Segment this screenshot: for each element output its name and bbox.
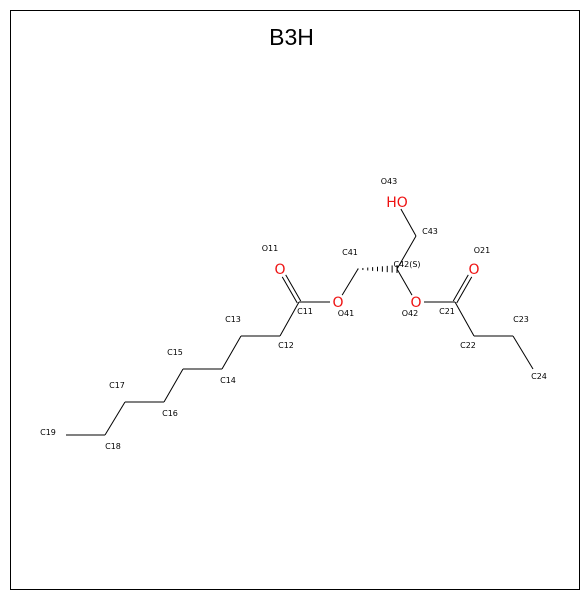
atom-label-C11: C11 bbox=[297, 307, 313, 316]
atom-label-C24: C24 bbox=[531, 372, 547, 381]
bond-line bbox=[396, 268, 413, 296]
bond-C12-C11 bbox=[279, 301, 300, 337]
atom-label-C13: C13 bbox=[225, 315, 241, 324]
bond-line bbox=[221, 335, 242, 370]
bond-line bbox=[104, 401, 126, 436]
atom-label-C15: C15 bbox=[167, 348, 183, 357]
atom-label-O21: O21 bbox=[474, 246, 490, 255]
bond-line bbox=[400, 208, 417, 237]
atom-label-C14: C14 bbox=[220, 376, 236, 385]
oxygen-atom-O43: HO bbox=[386, 195, 408, 211]
bond-line bbox=[454, 301, 475, 337]
atom-label-C42: C42(S) bbox=[393, 260, 420, 269]
bond-line bbox=[163, 368, 184, 403]
atom-label-O42: O42 bbox=[402, 309, 418, 318]
atom-label-C22: C22 bbox=[460, 341, 476, 350]
atom-label-C41: C41 bbox=[342, 248, 358, 257]
bond-C23-C24 bbox=[512, 335, 534, 370]
bond-C42-C41 bbox=[357, 265, 398, 273]
bond-C21-C22 bbox=[454, 301, 475, 337]
bond-C43-O43 bbox=[400, 208, 417, 237]
oxygen-atom-O11: O bbox=[274, 262, 285, 278]
bond-line bbox=[341, 268, 359, 296]
atom-label-C21: C21 bbox=[439, 307, 455, 316]
bond-C42-O42 bbox=[396, 268, 413, 296]
atom-label-C17: C17 bbox=[109, 381, 125, 390]
bond-layer bbox=[66, 208, 534, 436]
bond-C18-C17 bbox=[104, 401, 126, 436]
atom-label-O43: O43 bbox=[381, 177, 397, 186]
atom-label-O41: O41 bbox=[338, 309, 354, 318]
atom-label-C19: C19 bbox=[40, 428, 56, 437]
atom-label-C23: C23 bbox=[513, 315, 529, 324]
atom-label-O11: O11 bbox=[262, 244, 278, 253]
oxygen-atom-O41: O bbox=[332, 295, 343, 311]
bond-line bbox=[396, 235, 417, 270]
bond-line bbox=[279, 301, 300, 337]
atom-layer: O O HO O O bbox=[274, 195, 479, 311]
atom-label-C16: C16 bbox=[162, 409, 178, 418]
bond-line bbox=[452, 274, 469, 302]
bond-C16-C15 bbox=[163, 368, 184, 403]
bond-C11-O11 bbox=[281, 274, 302, 304]
bond-C42-C43 bbox=[396, 235, 417, 270]
bond-line bbox=[456, 276, 473, 304]
bond-C14-C13 bbox=[221, 335, 242, 370]
bond-line bbox=[281, 276, 298, 304]
page-title: B3H bbox=[269, 24, 314, 50]
oxygen-atom-O42: O bbox=[410, 295, 421, 311]
bond-line bbox=[512, 335, 534, 370]
bond-C21-O21 bbox=[452, 274, 473, 304]
bond-line bbox=[285, 274, 302, 302]
atom-label-C18: C18 bbox=[105, 442, 121, 451]
atom-label-C12: C12 bbox=[278, 341, 294, 350]
bond-O41-C41 bbox=[341, 268, 359, 296]
atom-label-C43: C43 bbox=[422, 227, 438, 236]
oxygen-atom-O21: O bbox=[468, 262, 479, 278]
